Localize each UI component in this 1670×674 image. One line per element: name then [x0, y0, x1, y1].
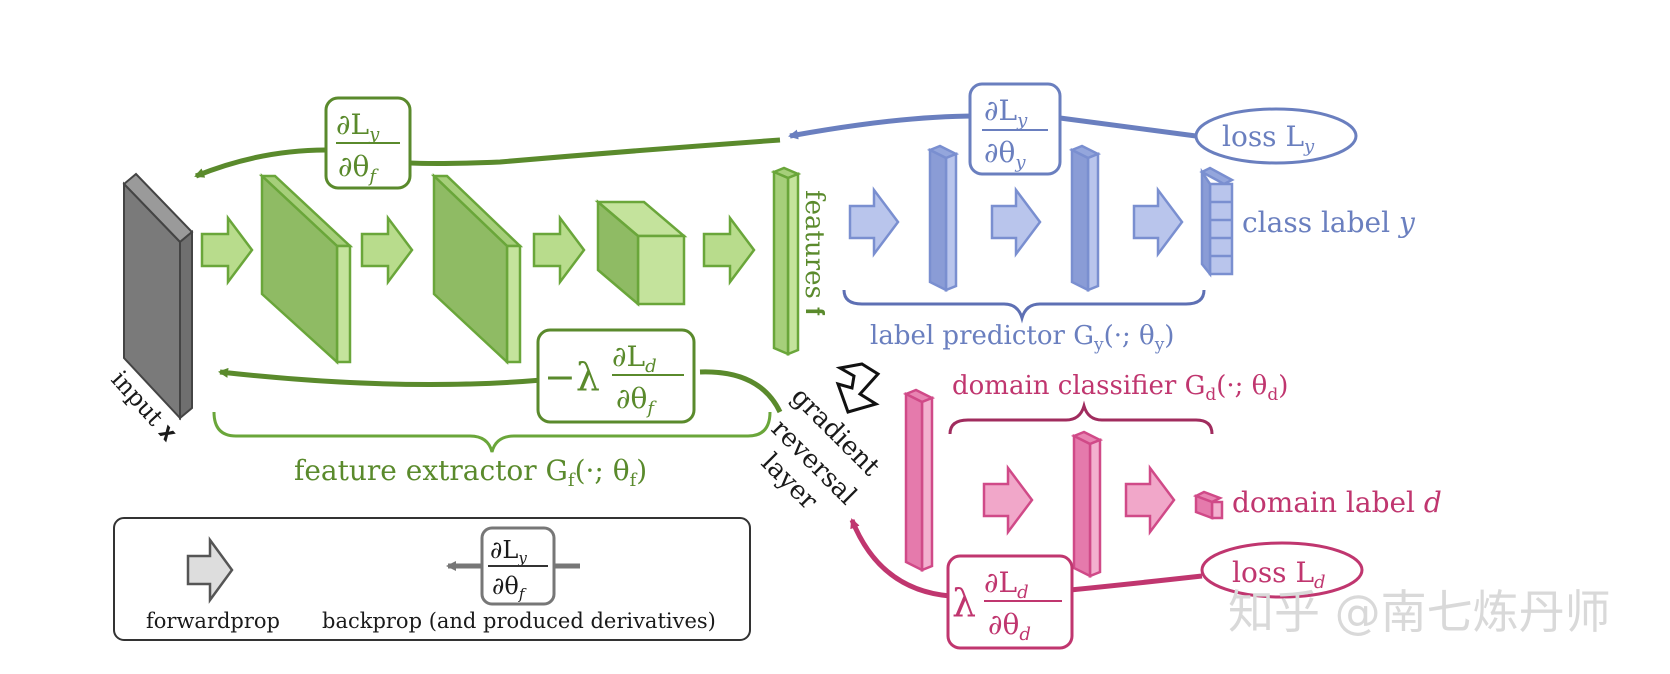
backprop-arrow-reversal-to-features — [220, 372, 783, 414]
loss-d-label: loss Ld — [1232, 556, 1326, 593]
label-predictor-layers — [848, 144, 1235, 293]
features-label: features 𝐟 — [799, 190, 829, 316]
svg-text:∂Ld: ∂Ld — [612, 340, 657, 377]
backprop-arrow-label-predictor — [790, 113, 1197, 136]
backprop-arrow-domain-classifier — [852, 520, 1203, 599]
svg-text:∂θf: ∂θf — [492, 572, 527, 603]
loss-y-label: loss Ly — [1222, 120, 1315, 157]
svg-text:∂θy: ∂θy — [984, 136, 1026, 173]
backprop-arrow-label-to-features — [196, 137, 781, 176]
loss-d-node — [1200, 541, 1364, 599]
derivative-lambda-ld-theta-d: λ ∂Ld ∂θd — [946, 554, 1074, 650]
svg-text:∂Ly: ∂Ly — [336, 108, 380, 145]
svg-text:∂Ly: ∂Ly — [984, 94, 1028, 131]
svg-text:∂θd: ∂θd — [988, 608, 1031, 645]
legend-backward-label: backprop (and produced derivatives) — [322, 609, 716, 633]
derivative-ly-theta-f: ∂Ly ∂θf — [324, 96, 412, 190]
svg-text:∂Ld: ∂Ld — [984, 566, 1029, 603]
svg-text:−λ: −λ — [544, 355, 600, 399]
derivative-neg-lambda-ld-theta-f: −λ ∂Ld ∂θf — [536, 328, 696, 424]
svg-text:λ: λ — [952, 581, 976, 625]
domain-classifier-brace — [948, 400, 1214, 435]
input-layer — [122, 172, 194, 421]
forwardprop-arrow-icon — [186, 536, 234, 604]
domain-label: domain label d — [1232, 486, 1442, 519]
legend: forwardprop ∂Ly ∂θf backprop (and produc… — [113, 517, 751, 641]
svg-text:∂Ly: ∂Ly — [490, 536, 527, 567]
derivative-ly-theta-y: ∂Ly ∂θy — [968, 82, 1062, 176]
domain-classifier-layers — [902, 388, 1224, 579]
feature-extractor-layers — [200, 166, 802, 365]
legend-derivative-box: ∂Ly ∂θf — [480, 526, 556, 606]
class-label: class label y — [1242, 206, 1416, 239]
feature-extractor-label: feature extractor Gf(·; θf) — [294, 454, 647, 491]
domain-classifier-label: domain classifier Gd(·; θd) — [952, 371, 1288, 405]
gradient-reversal-arrow-icon — [835, 362, 881, 414]
feature-extractor-brace — [212, 411, 772, 453]
label-predictor-label: label predictor Gy(·; θy) — [870, 321, 1174, 355]
legend-forward-label: forwardprop — [146, 609, 280, 633]
watermark: 知乎 @南七炼丹师 — [1228, 585, 1611, 639]
label-predictor-brace — [842, 289, 1206, 324]
